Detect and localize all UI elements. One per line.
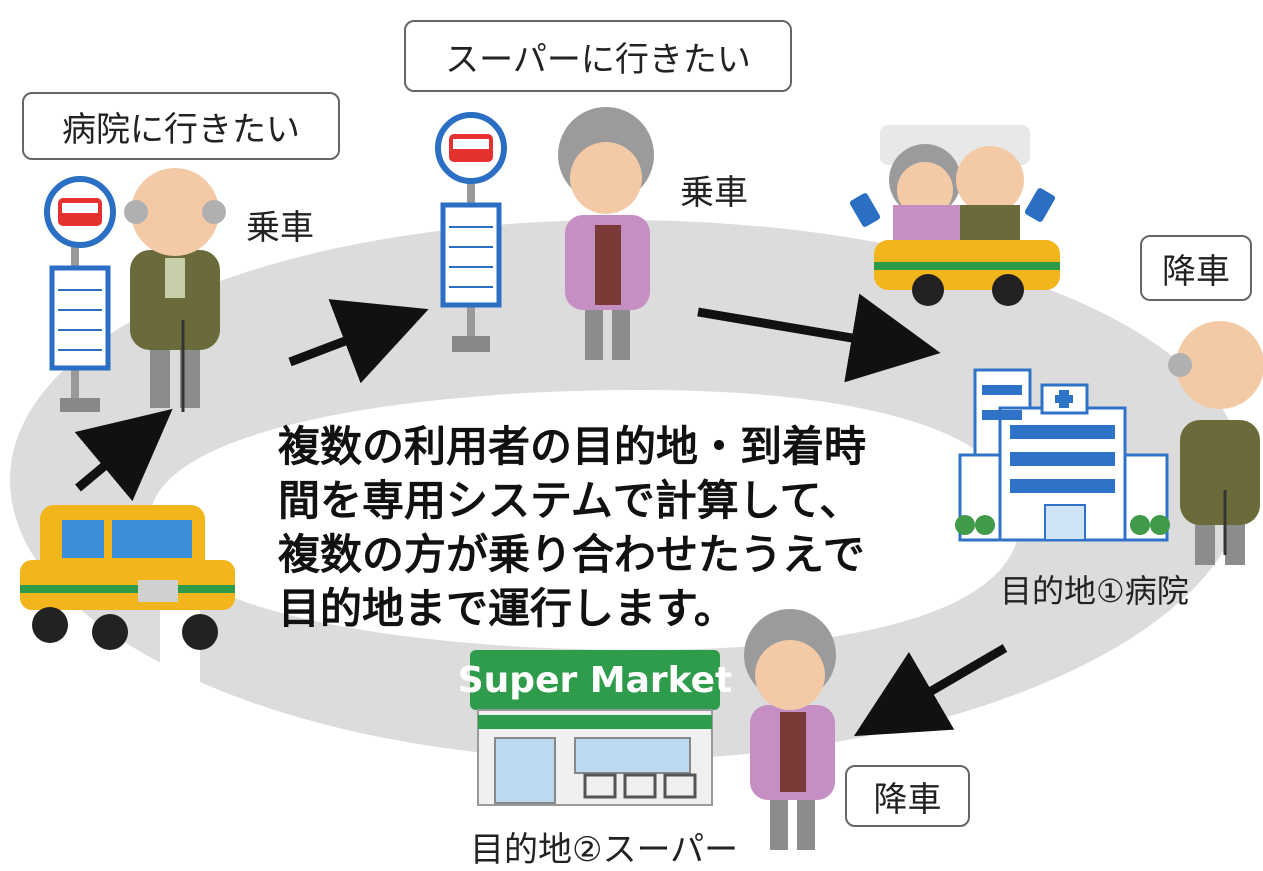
shared-taxi-with-passengers bbox=[849, 125, 1060, 306]
arrow-hospital-to-super bbox=[853, 644, 1008, 737]
shopping-cart-icon bbox=[583, 773, 617, 799]
shopping-cart-icon bbox=[663, 773, 697, 799]
taxi-car bbox=[20, 505, 235, 650]
explanation-text: 複数の利用者の目的地・到着時 間を専用システムで計算して、 複数の方が乗り合わせ… bbox=[278, 420, 898, 636]
shopping-cart-icon bbox=[623, 773, 657, 799]
arrow-taxi-to-stop1 bbox=[74, 408, 173, 502]
explanation-line: 間を専用システムで計算して、 bbox=[278, 476, 862, 525]
speech-bubble-hospital-wish: 病院に行きたい bbox=[22, 92, 340, 160]
speech-bubble-super-wish: スーパーに行きたい bbox=[404, 20, 792, 92]
label-board-1: 乗車 bbox=[246, 208, 314, 248]
elderly-man-boarding bbox=[124, 168, 226, 412]
arrow-stop1-to-stop2 bbox=[288, 299, 429, 384]
supermarket-building: Super Market bbox=[458, 650, 733, 806]
explanation-line: 目的地まで運行します。 bbox=[278, 584, 736, 633]
elderly-woman-boarding bbox=[558, 107, 654, 360]
label-destination-2: 目的地②スーパー bbox=[470, 830, 739, 870]
elderly-man-alighting bbox=[1168, 321, 1263, 565]
bus-stop-2 bbox=[435, 112, 507, 352]
speech-bubble-drop-hospital: 降車 bbox=[1140, 235, 1252, 301]
explanation-line: 複数の方が乗り合わせたうえで bbox=[278, 530, 865, 579]
explanation-line: 複数の利用者の目的地・到着時 bbox=[278, 422, 867, 471]
hospital-building bbox=[955, 368, 1170, 542]
bus-stop-1 bbox=[44, 176, 116, 412]
speech-bubble-drop-super: 降車 bbox=[845, 765, 970, 827]
label-destination-1: 目的地①病院 bbox=[1000, 572, 1189, 610]
label-board-2: 乗車 bbox=[680, 173, 748, 213]
arrow-stop2-to-hospital bbox=[697, 293, 941, 383]
elderly-woman-alighting bbox=[744, 609, 836, 850]
store-sign: Super Market bbox=[458, 660, 733, 701]
